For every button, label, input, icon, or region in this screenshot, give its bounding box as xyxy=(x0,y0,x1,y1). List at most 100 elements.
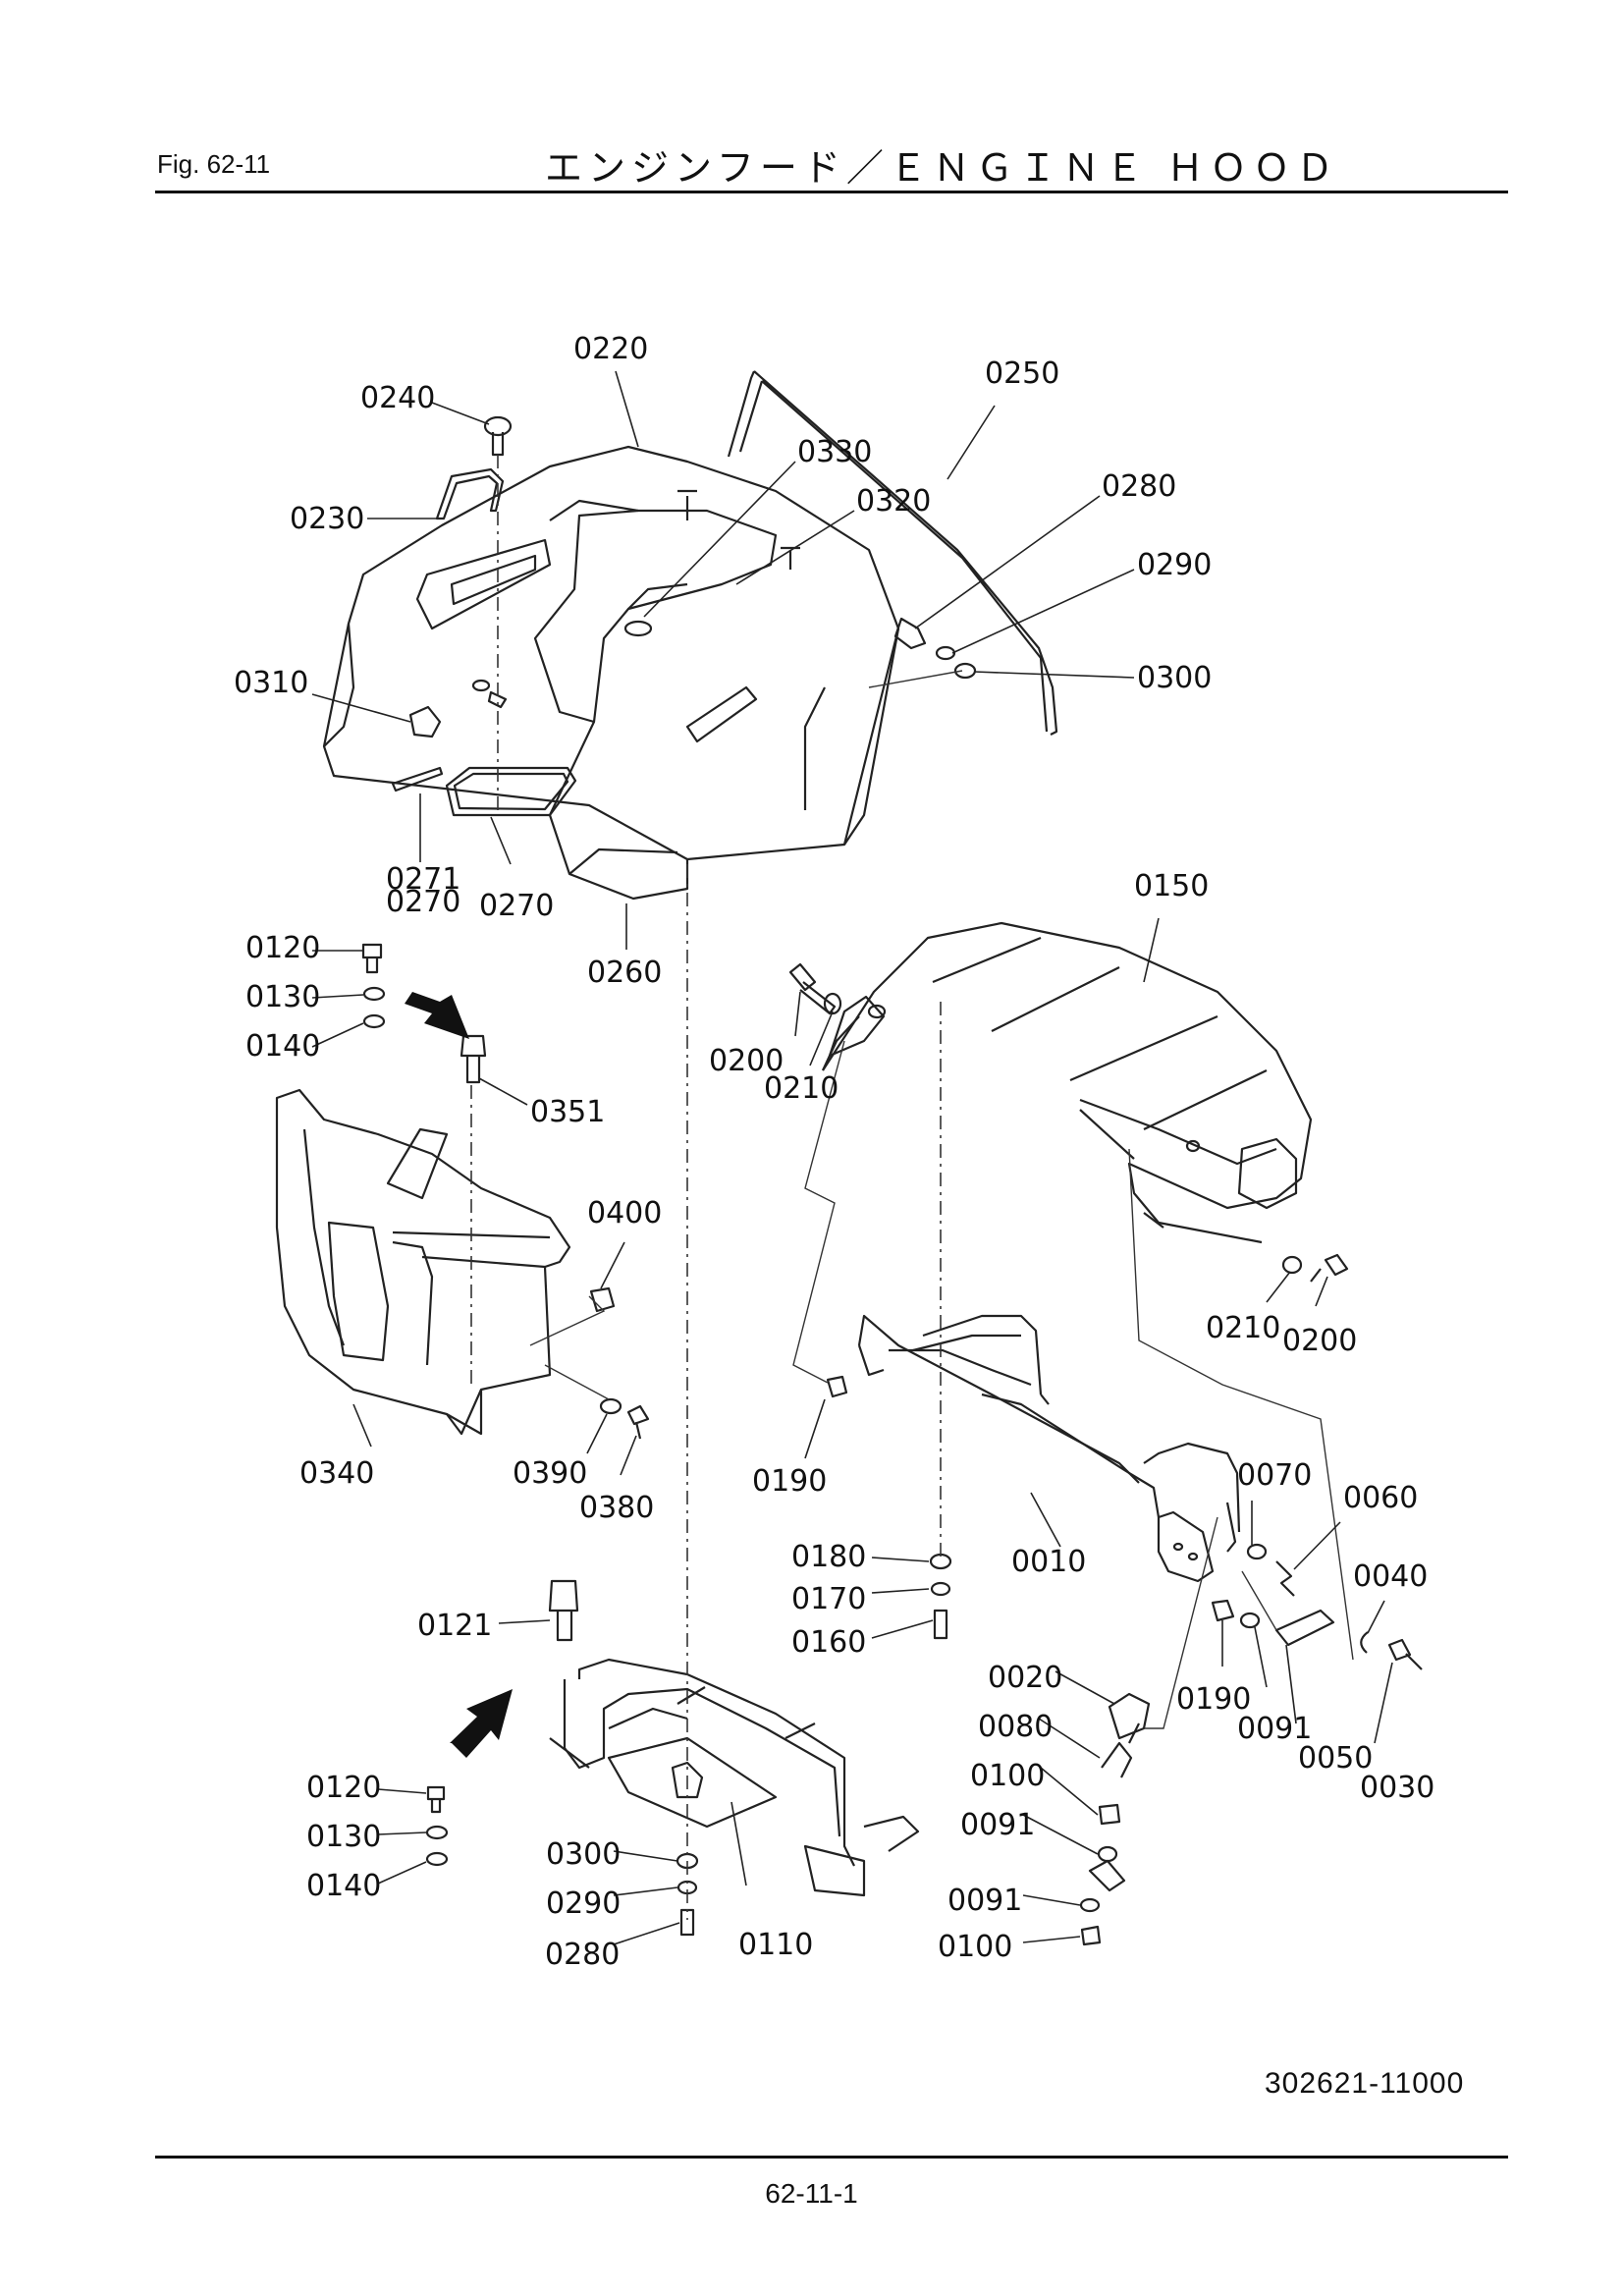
callout-0330: 0330 xyxy=(797,435,872,469)
bracket-small xyxy=(1088,1859,1126,1892)
bolt-washers-center xyxy=(929,1553,952,1640)
callout-0351: 0351 xyxy=(530,1095,605,1129)
front-grille-part xyxy=(275,1088,571,1436)
callout-0290-lower: 0290 xyxy=(546,1886,621,1921)
callout-0300-lower: 0300 xyxy=(546,1837,621,1872)
callout-0130-lower: 0130 xyxy=(306,1820,381,1854)
arrow-upper-indicator xyxy=(405,992,469,1039)
washer-0091-lower xyxy=(1097,1845,1118,1863)
callout-0091-bottom: 0091 xyxy=(947,1884,1022,1918)
callout-0290-upper: 0290 xyxy=(1137,548,1212,582)
side-cover-part xyxy=(822,921,1313,1244)
callout-0230: 0230 xyxy=(290,502,364,536)
callout-0380: 0380 xyxy=(579,1491,654,1525)
mating-guide-lines xyxy=(529,670,1354,1729)
bolt-washers-upper-left xyxy=(361,943,386,1029)
figure-number: Fig. 62-11 xyxy=(157,149,271,179)
bolt-washers-top xyxy=(893,617,977,680)
callout-0091-right: 0091 xyxy=(1237,1712,1312,1746)
callout-0110: 0110 xyxy=(738,1928,813,1962)
assembly-lines xyxy=(470,455,942,1920)
callout-0140-upper: 0140 xyxy=(245,1029,320,1064)
bolt-washer-right xyxy=(1281,1253,1349,1283)
nut-0100-lower xyxy=(1080,1925,1102,1946)
drawing-number: 302621-11000 xyxy=(1265,2067,1465,2100)
bolt-washers-lower-left xyxy=(425,1785,449,1867)
callout-0220: 0220 xyxy=(573,332,648,366)
support-frame-part xyxy=(549,1658,920,1897)
grommet-part xyxy=(408,705,442,738)
callout-0280-upper: 0280 xyxy=(1102,469,1176,504)
nut-0100-upper xyxy=(1098,1803,1121,1826)
callout-0270-left: 0270 xyxy=(386,885,460,919)
bolt-0351 xyxy=(460,1034,487,1084)
arrow-lower-indicator xyxy=(450,1689,513,1758)
callout-0160: 0160 xyxy=(791,1625,866,1660)
gasket-part xyxy=(445,766,577,817)
nut-0190-upper xyxy=(826,1375,848,1398)
nut-0190-lower xyxy=(1211,1599,1235,1622)
washer-0091-mid xyxy=(1239,1612,1261,1629)
callout-0250: 0250 xyxy=(985,356,1059,391)
bolt-0121 xyxy=(548,1579,579,1642)
callout-0100-lower: 0100 xyxy=(938,1930,1012,1964)
callout-0400: 0400 xyxy=(587,1196,662,1230)
bolt-part-0240 xyxy=(483,415,513,457)
callout-0010: 0010 xyxy=(1011,1545,1086,1579)
callout-0121: 0121 xyxy=(417,1609,492,1643)
frame-part xyxy=(857,1314,1241,1583)
callout-0070: 0070 xyxy=(1237,1458,1312,1493)
callout-0200-left: 0200 xyxy=(709,1044,784,1078)
callout-0271: 0271 xyxy=(386,862,460,897)
page-title: エンジンフード／ＥＮＧＩＮＥ ＨＯＯＤ xyxy=(545,146,1339,190)
callout-0050: 0050 xyxy=(1298,1741,1373,1776)
callout-0130-upper: 0130 xyxy=(245,980,320,1014)
callout-0190-lower: 0190 xyxy=(1176,1682,1251,1717)
callout-0020: 0020 xyxy=(988,1661,1062,1695)
callout-0190-upper: 0190 xyxy=(752,1464,827,1499)
leader-lines xyxy=(311,370,1393,1945)
callout-0100-upper: 0100 xyxy=(970,1759,1045,1793)
plate-0050 xyxy=(1274,1609,1335,1647)
callout-0320: 0320 xyxy=(856,484,931,519)
callout-0030: 0030 xyxy=(1360,1771,1434,1805)
washer-0070 xyxy=(1246,1543,1268,1560)
clip-0040 xyxy=(1360,1631,1369,1654)
rubber-strip-part xyxy=(391,766,444,793)
callout-0180: 0180 xyxy=(791,1540,866,1574)
callout-0260: 0260 xyxy=(587,956,662,990)
callout-0240: 0240 xyxy=(360,381,435,415)
callout-0280-lower: 0280 xyxy=(545,1938,620,1972)
clip-parts xyxy=(471,679,508,709)
callout-0210-left: 0210 xyxy=(764,1071,839,1106)
callout-0270-right: 0270 xyxy=(479,889,554,923)
callout-0150: 0150 xyxy=(1134,869,1209,903)
callout-0060: 0060 xyxy=(1343,1481,1418,1515)
footer-rule xyxy=(155,2156,1508,2159)
bolt-0030 xyxy=(1387,1638,1423,1670)
callout-0390: 0390 xyxy=(513,1456,587,1491)
header-rule xyxy=(155,191,1508,193)
callout-0140-lower: 0140 xyxy=(306,1869,381,1903)
page-number: 62-11-1 xyxy=(765,2178,858,2209)
washer-bolt-grille xyxy=(599,1397,650,1440)
callout-0340: 0340 xyxy=(299,1456,374,1491)
callout-0080: 0080 xyxy=(978,1710,1053,1744)
callout-0170: 0170 xyxy=(791,1582,866,1616)
nut-0400 xyxy=(589,1286,616,1313)
pin-0060 xyxy=(1275,1560,1295,1597)
callout-0310: 0310 xyxy=(234,666,308,700)
callout-0040: 0040 xyxy=(1353,1559,1428,1594)
engine-hood-top-part xyxy=(322,445,900,901)
callout-0120-upper: 0120 xyxy=(245,931,320,965)
callout-0210-right: 0210 xyxy=(1206,1311,1280,1345)
callout-0120-lower: 0120 xyxy=(306,1771,381,1805)
block-0020 xyxy=(1108,1692,1151,1740)
u-bolt-0080 xyxy=(1101,1722,1140,1778)
callout-0091-middle: 0091 xyxy=(960,1808,1035,1842)
callout-0200-right: 0200 xyxy=(1282,1324,1357,1358)
handle-part xyxy=(435,467,505,520)
callout-0300-upper: 0300 xyxy=(1137,661,1212,695)
callout-labels: 0220 0240 0250 0330 0320 0230 0280 0290 … xyxy=(234,332,1434,1972)
